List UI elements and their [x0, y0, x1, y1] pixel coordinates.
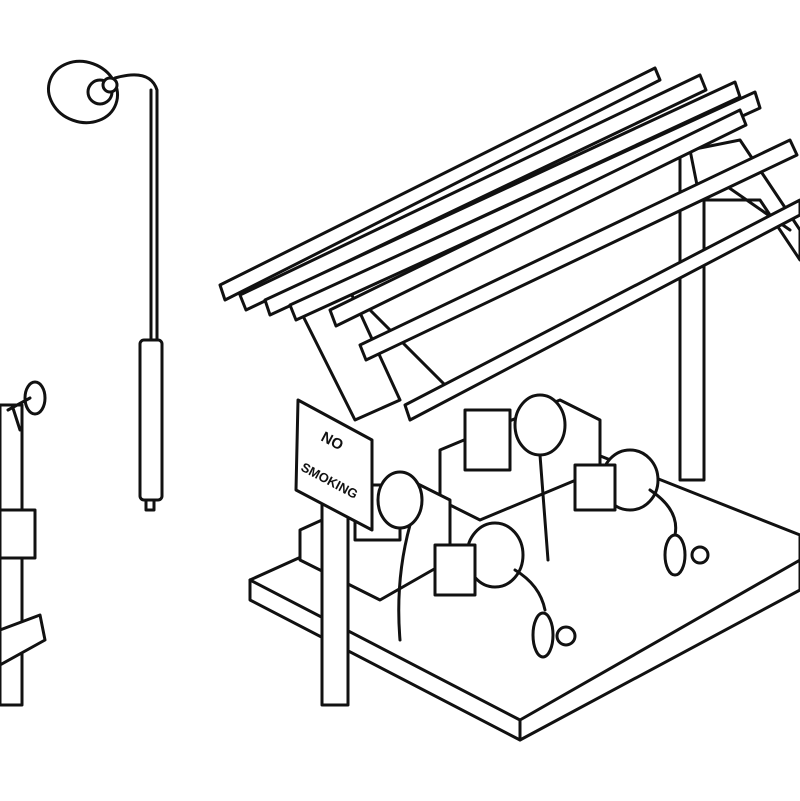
left-partial-fixture: [0, 380, 47, 707]
pump-back: [438, 393, 687, 577]
no-smoking-sign: NO SMOKING: [294, 398, 374, 532]
fuel-pump-shelter: NO SMOKING: [218, 66, 800, 742]
roof-rails: [218, 66, 800, 422]
hanging-lamp: [47, 59, 164, 512]
